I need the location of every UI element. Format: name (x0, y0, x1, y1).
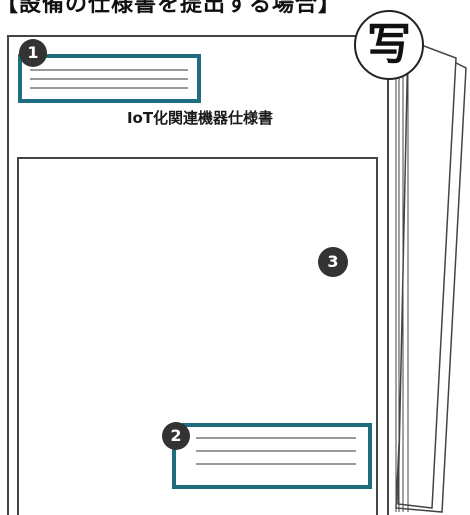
footer-highlight-box (172, 423, 372, 489)
copy-stamp-label: 写 (367, 19, 411, 70)
marker-1-number: 1 (27, 43, 39, 62)
marker-2-number: 2 (170, 426, 182, 445)
header-highlight-box (18, 54, 201, 103)
footer-text-lines (196, 437, 356, 465)
content-frame (17, 157, 378, 515)
badge-3-circle (318, 247, 348, 277)
copy-stamp-circle (354, 10, 424, 80)
badge-2-circle (162, 422, 190, 450)
header-text-lines (30, 69, 188, 89)
badge-1-circle (19, 39, 47, 67)
section-heading: 【設備の仕様書を提出する場合】 (0, 0, 342, 17)
document-title: IoT化関連機器仕様書 (126, 109, 274, 127)
back-sheet-1 (397, 38, 457, 509)
marker-3-number: 3 (327, 252, 339, 271)
